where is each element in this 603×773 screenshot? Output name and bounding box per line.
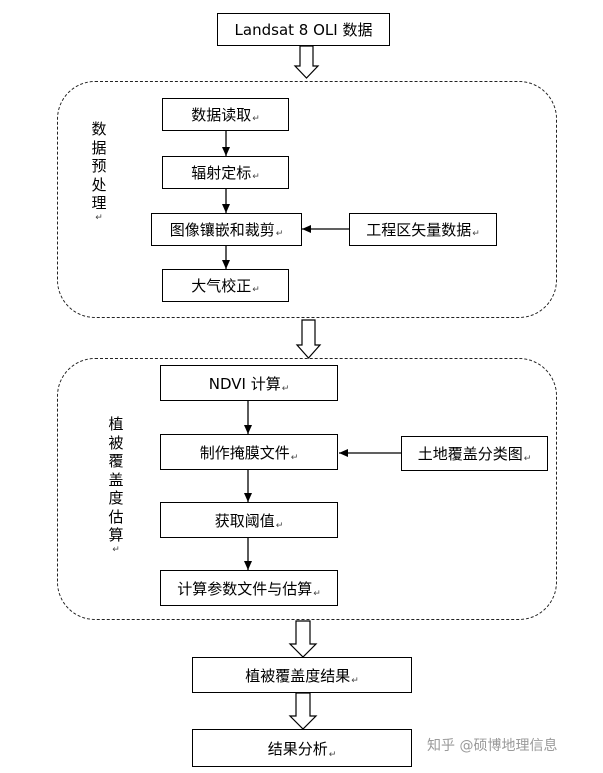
node-vector-data-label: 工程区矢量数据 bbox=[366, 221, 472, 239]
paragraph-mark: ↵ bbox=[252, 285, 260, 295]
node-mosaic-clip-label: 图像镶嵌和裁剪 bbox=[169, 221, 275, 239]
paragraph-mark: ↵ bbox=[328, 750, 337, 760]
node-params-estimate-label: 计算参数文件与估算 bbox=[177, 579, 313, 598]
node-atmospheric-correction: 大气校正 ↵ bbox=[162, 269, 289, 302]
watermark: 知乎 @硕博地理信息 bbox=[427, 738, 558, 754]
node-ndvi-label: NDVI 计算 bbox=[208, 374, 281, 393]
node-mask-file: 制作掩膜文件 ↵ bbox=[160, 434, 338, 470]
node-radiometric-calibration: 辐射定标 ↵ bbox=[162, 156, 289, 189]
hollow-arrow-1 bbox=[293, 45, 320, 79]
paragraph-mark: ↵ bbox=[290, 453, 299, 463]
paragraph-mark: ↵ bbox=[472, 229, 480, 239]
group-fvc-estimate-text: 植被覆盖度估算 bbox=[108, 415, 124, 544]
node-fvc-result: 植被覆盖度结果 ↵ bbox=[192, 657, 412, 693]
node-vector-data: 工程区矢量数据 ↵ bbox=[349, 213, 497, 246]
hollow-arrow-2 bbox=[295, 319, 322, 359]
node-result-analysis-label: 结果分析 bbox=[267, 739, 328, 758]
paragraph-mark: ↵ bbox=[95, 212, 103, 223]
paragraph-mark: ↵ bbox=[112, 544, 120, 555]
node-threshold-label: 获取阈值 bbox=[214, 511, 275, 530]
node-data-read: 数据读取 ↵ bbox=[162, 98, 289, 131]
hollow-arrow-3 bbox=[288, 620, 318, 658]
node-result-analysis: 结果分析 ↵ bbox=[192, 729, 412, 767]
paragraph-mark: ↵ bbox=[275, 521, 284, 531]
group-fvc-estimate-label: 植被覆盖度估算 ↵ bbox=[107, 415, 125, 555]
node-data-read-label: 数据读取 bbox=[191, 106, 252, 124]
group-preprocess-frame bbox=[57, 81, 557, 318]
group-fvc-estimate-frame bbox=[57, 358, 557, 620]
node-mask-file-label: 制作掩膜文件 bbox=[199, 443, 290, 462]
node-mosaic-clip: 图像镶嵌和裁剪 ↵ bbox=[151, 213, 302, 246]
paragraph-mark: ↵ bbox=[275, 229, 284, 239]
group-preprocess-text: 数据预处理 bbox=[91, 120, 107, 212]
group-preprocess-label: 数据预处理 ↵ bbox=[90, 120, 108, 223]
paragraph-mark: ↵ bbox=[252, 172, 260, 182]
paragraph-mark: ↵ bbox=[281, 384, 290, 394]
node-threshold: 获取阈值 ↵ bbox=[160, 502, 338, 538]
node-landsat-data: Landsat 8 OLI 数据 bbox=[217, 13, 390, 46]
node-ndvi: NDVI 计算 ↵ bbox=[160, 365, 338, 401]
node-params-estimate: 计算参数文件与估算 ↵ bbox=[160, 570, 338, 606]
node-landcover-map: 土地覆盖分类图 ↵ bbox=[401, 436, 548, 471]
node-landcover-map-label: 土地覆盖分类图 bbox=[417, 445, 523, 463]
node-atmospheric-correction-label: 大气校正 bbox=[191, 277, 252, 295]
paragraph-mark: ↵ bbox=[313, 589, 321, 599]
node-radiometric-calibration-label: 辐射定标 bbox=[191, 164, 252, 182]
paragraph-mark: ↵ bbox=[351, 676, 359, 686]
node-landsat-data-label: Landsat 8 OLI 数据 bbox=[234, 21, 373, 39]
hollow-arrow-4 bbox=[288, 692, 318, 730]
node-fvc-result-label: 植被覆盖度结果 bbox=[245, 666, 351, 685]
paragraph-mark: ↵ bbox=[523, 454, 532, 464]
paragraph-mark: ↵ bbox=[252, 114, 260, 124]
